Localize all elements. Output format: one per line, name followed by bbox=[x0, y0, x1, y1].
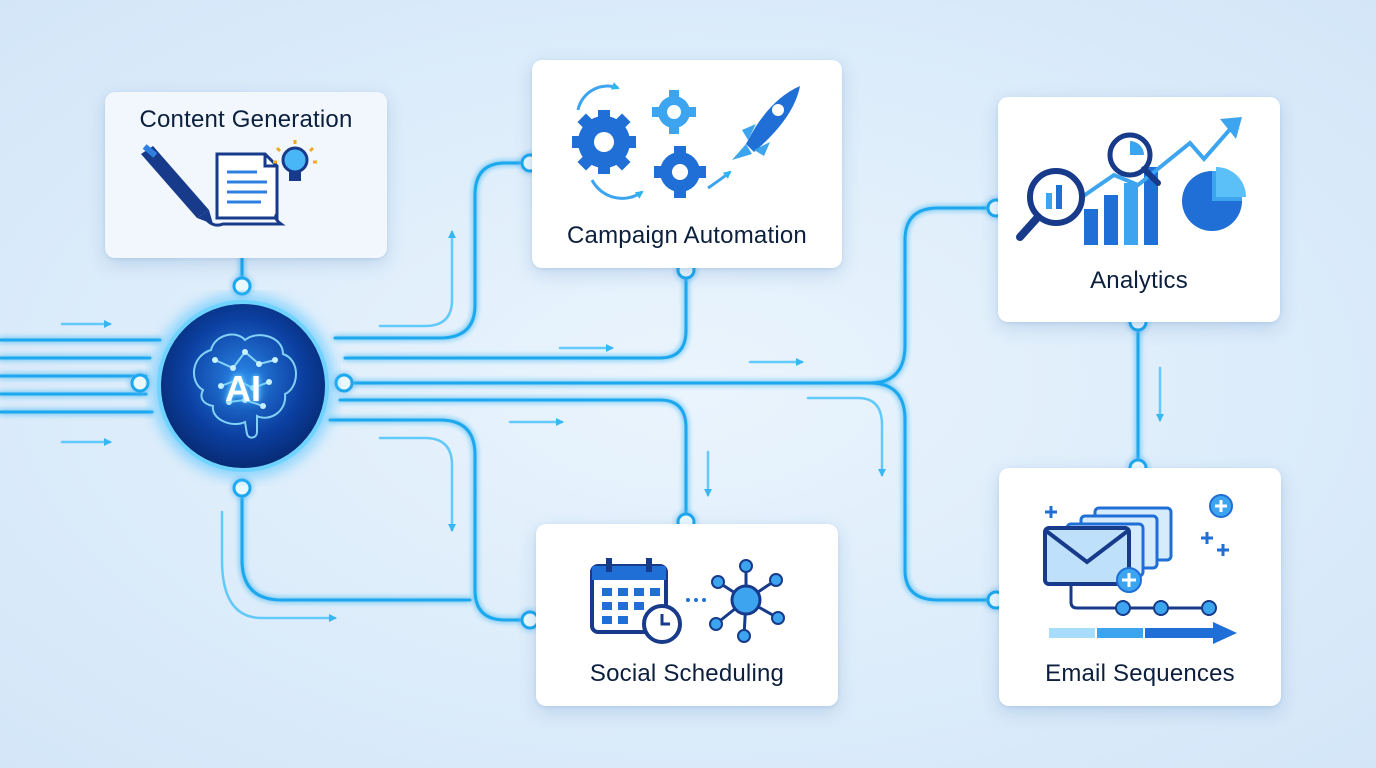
wire-hub-campaign bbox=[333, 161, 530, 340]
document-icon bbox=[203, 152, 286, 227]
ai-brain-icon bbox=[151, 294, 335, 478]
pen-icon bbox=[141, 144, 213, 224]
envelope-stack-icon bbox=[1043, 494, 1233, 593]
connector-dot bbox=[232, 276, 252, 296]
email-sequences-label: Email Sequences bbox=[1045, 660, 1235, 687]
ai-hub-label: AI bbox=[225, 368, 261, 409]
analytics-card: Analytics bbox=[998, 97, 1280, 322]
wire-main-email bbox=[868, 381, 998, 602]
wire-hub-social-left bbox=[328, 418, 530, 622]
wire-main-bus bbox=[343, 206, 998, 385]
magnifier-icon bbox=[1016, 132, 1161, 241]
flow-arrow-7 bbox=[378, 436, 456, 532]
flow-arrow-9 bbox=[806, 396, 886, 477]
ai-hub: AI bbox=[145, 290, 341, 486]
calendar-icon bbox=[590, 558, 682, 644]
social-scheduling-label: Social Scheduling bbox=[589, 660, 785, 687]
connector-dot bbox=[334, 373, 354, 393]
wire-hub-bottom bbox=[240, 486, 472, 602]
social-scheduling-card: Social Scheduling bbox=[536, 524, 838, 706]
pie-chart-icon bbox=[1182, 167, 1246, 231]
email-sequences-card: Email Sequences bbox=[999, 468, 1281, 706]
flow-arrow-3 bbox=[378, 230, 456, 328]
campaign-automation-card: Campaign Automation bbox=[532, 60, 842, 268]
connector-dot bbox=[130, 373, 150, 393]
gears-icon bbox=[572, 82, 706, 200]
campaign-automation-label: Campaign Automation bbox=[567, 222, 807, 249]
content-generation-label: Content Generation bbox=[139, 106, 353, 133]
lightbulb-icon bbox=[273, 140, 317, 181]
connector-dot bbox=[232, 478, 252, 498]
rocket-icon bbox=[707, 86, 800, 190]
analytics-chart-icon bbox=[1080, 117, 1242, 245]
network-icon bbox=[709, 559, 785, 643]
analytics-label: Analytics bbox=[1090, 267, 1188, 294]
wire-campaign-return bbox=[343, 268, 688, 360]
content-generation-card: Content Generation bbox=[105, 92, 387, 258]
sequence-timeline bbox=[1049, 586, 1237, 644]
flow-arrow-10 bbox=[220, 510, 337, 622]
dotted-link bbox=[686, 598, 706, 602]
wire-hub-social-top bbox=[338, 398, 688, 524]
